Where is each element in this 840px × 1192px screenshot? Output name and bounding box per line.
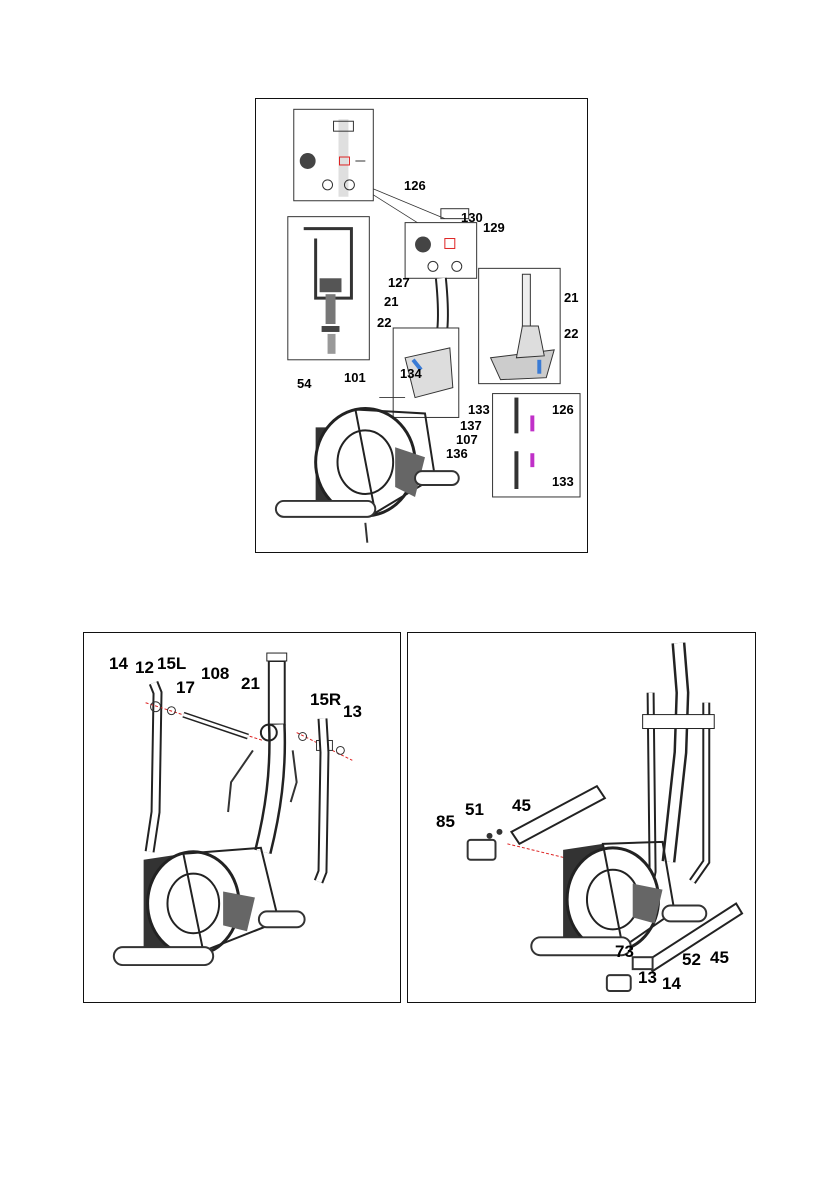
part-label-133: 133	[468, 403, 490, 416]
part-label-134: 134	[400, 367, 422, 380]
part-label-136: 136	[446, 447, 468, 460]
part-label-126-inset: 126	[552, 403, 574, 416]
part-label-127: 127	[388, 276, 410, 289]
pedal-arm-assembly-drawing	[408, 633, 755, 1002]
part-label-85: 85	[436, 813, 455, 830]
part-label-126: 126	[404, 179, 426, 192]
part-label-52: 52	[682, 951, 701, 968]
part-label-51: 51	[465, 801, 484, 818]
part-label-21-inset: 21	[564, 291, 578, 304]
part-label-15L: 15L	[157, 655, 186, 672]
part-label-14: 14	[109, 655, 128, 672]
part-label-130: 130	[461, 211, 483, 224]
part-label-137: 137	[460, 419, 482, 432]
part-label-54: 54	[297, 377, 311, 390]
assembly-panel-top: 126 130 129 127 21 21 22 22 54 101 134 1…	[255, 98, 588, 553]
part-label-21: 21	[384, 295, 398, 308]
part-label-133-inset: 133	[552, 475, 574, 488]
part-label-13: 13	[343, 703, 362, 720]
part-label-108: 108	[201, 665, 229, 682]
part-label-45-right: 45	[710, 949, 729, 966]
part-label-45-left: 45	[512, 797, 531, 814]
part-label-21: 21	[241, 675, 260, 692]
part-label-73: 73	[615, 943, 634, 960]
part-label-15R: 15R	[310, 691, 341, 708]
part-label-17: 17	[176, 679, 195, 696]
assembly-panel-bottom-left: 14 12 15L 17 108 21 15R 13	[83, 632, 401, 1003]
part-label-14: 14	[662, 975, 681, 992]
part-label-13: 13	[638, 969, 657, 986]
part-label-22-inset: 22	[564, 327, 578, 340]
part-label-22: 22	[377, 316, 391, 329]
assembly-panel-bottom-right: 85 51 45 73 52 45 13 14	[407, 632, 756, 1003]
part-label-12: 12	[135, 659, 154, 676]
part-label-107: 107	[456, 433, 478, 446]
part-label-101: 101	[344, 371, 366, 384]
upright-post-assembly-drawing	[256, 99, 587, 552]
part-label-129: 129	[483, 221, 505, 234]
